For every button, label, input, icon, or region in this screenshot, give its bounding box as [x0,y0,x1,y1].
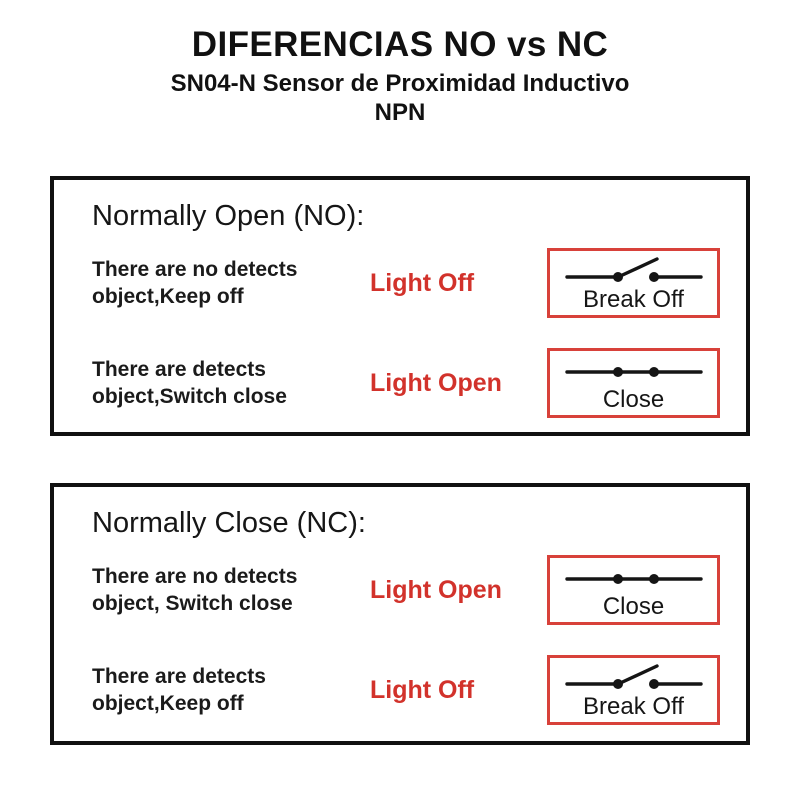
description-line-1: There are no detects [92,565,298,588]
description-line-1: There are no detects [92,258,298,281]
switch-label: Close [602,592,665,620]
page-subtitle: SN04-N Sensor de Proximidad Inductivo [170,70,630,97]
description-line-2: object, Switch close [92,592,293,615]
description-line-1: There are detects [92,665,266,688]
panel-normally-close: Normally Close (NC): There are no detect… [50,483,750,745]
description-line-2: object,Switch close [92,385,287,408]
switch-state-box: Break Off [547,248,720,318]
open-switch-icon [564,663,703,689]
switch-state-box: Close [547,348,720,418]
page-subtitle-npn: NPN [374,99,426,126]
closed-switch-icon [564,573,703,584]
row-description: There are detects object,Keep off [92,663,370,717]
page-title: DIFERENCIAS NO vs NC [191,25,609,64]
panel-heading-nc: Normally Close (NC): [92,507,366,539]
row-nc-detected: There are detects object,Keep off Light … [92,655,746,725]
row-no-not-detected: There are no detects object,Keep off Lig… [92,248,746,318]
closed-switch-icon [564,366,703,377]
row-nc-not-detected: There are no detects object, Switch clos… [92,555,746,625]
row-description: There are no detects object,Keep off [92,256,370,310]
switch-label: Break Off [583,692,684,720]
description-line-2: object,Keep off [92,692,244,715]
switch-state-box: Close [547,555,720,625]
description-line-1: There are detects [92,358,266,381]
light-status: Light Open [370,368,502,397]
light-status: Light Open [370,575,502,604]
switch-label: Break Off [583,285,684,313]
switch-state-box: Break Off [547,655,720,725]
light-status: Light Off [370,268,475,297]
panel-heading-no: Normally Open (NO): [92,200,365,232]
switch-label: Close [602,385,665,413]
row-description: There are no detects object, Switch clos… [92,563,370,617]
panel-normally-open: Normally Open (NO): There are no detects… [50,176,750,436]
row-no-detected: There are detects object,Switch close Li… [92,348,746,418]
row-description: There are detects object,Switch close [92,356,370,410]
description-line-2: object,Keep off [92,285,244,308]
header: DIFERENCIAS NO vs NC SN04-N Sensor de Pr… [0,0,800,127]
light-status: Light Off [370,675,475,704]
open-switch-icon [564,256,703,282]
